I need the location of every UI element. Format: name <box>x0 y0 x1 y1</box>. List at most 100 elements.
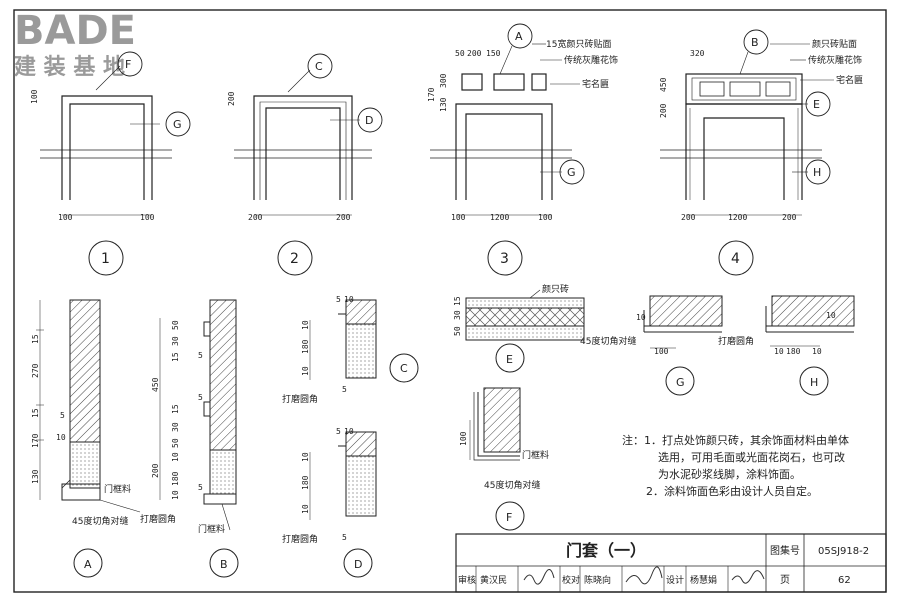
sa-dim-15a: 15 <box>31 334 40 344</box>
sa-door-frame: 门框料 <box>104 483 131 495</box>
sd-dim-5b: 5 <box>342 533 347 542</box>
sd-dim-10a: 10 <box>301 452 310 462</box>
note-2: 2．涂料饰面色彩由设计人员自定。 <box>646 485 818 498</box>
elevation-3-number: 3 <box>500 251 509 267</box>
sa-dim-10: 10 <box>56 433 66 442</box>
page-label: 页 <box>780 574 790 586</box>
note-b-facing: 颜只砖贴面 <box>812 38 857 50</box>
notes-head: 注： <box>622 434 644 447</box>
sa-dim-15b: 15 <box>31 408 40 418</box>
sb-dim-10b: 10 <box>171 490 180 500</box>
section-a-label: A <box>84 558 92 571</box>
note-1-line-3: 为水泥砂浆线脚，涂料饰面。 <box>658 468 801 481</box>
se-dim-15: 15 <box>453 296 462 306</box>
sb-dim-15b: 15 <box>171 404 180 414</box>
section-d-label: D <box>354 558 362 571</box>
sd-dim-180: 180 <box>301 475 310 490</box>
ref-label-c2: C <box>315 60 323 73</box>
e4-side-450: 450 <box>659 77 668 92</box>
elevation-1-number: 1 <box>101 251 110 267</box>
elevation-3 <box>430 23 585 276</box>
sb-dim-30b: 30 <box>171 422 180 432</box>
e3-top-50: 50 <box>455 49 465 58</box>
elevation-2 <box>234 53 383 276</box>
e2-dim-left: 200 <box>248 213 263 222</box>
atlas-label: 图集号 <box>770 544 800 557</box>
section-d <box>309 431 377 578</box>
e3-dim-right: 100 <box>538 213 553 222</box>
section-h <box>765 295 855 396</box>
sb-dim-15a: 15 <box>171 352 180 362</box>
signature-designer <box>731 570 765 584</box>
sb-dim-50a: 50 <box>171 320 180 330</box>
sb-dim-5c: 5 <box>198 483 203 492</box>
watermark-sub: 建 装 基 地 <box>14 55 125 80</box>
signature-reviewer <box>523 569 555 585</box>
e3-top-200: 200 <box>467 49 482 58</box>
se-brick-note: 颜只砖 <box>542 283 569 295</box>
se-dim-30: 30 <box>453 310 462 320</box>
e3-top-150: 150 <box>486 49 501 58</box>
sg-cut45: 45度切角对缝 <box>580 335 636 347</box>
e4-top-320: 320 <box>690 49 705 58</box>
sb-dim-50b: 50 <box>171 438 180 448</box>
e4-dim-left: 200 <box>681 213 696 222</box>
sa-dim-130: 130 <box>31 469 40 484</box>
note-1-line-1: 1．打点处饰颜只砖，其余饰面材料由单体 <box>644 434 849 447</box>
e3-dim-mid: 1200 <box>490 213 509 222</box>
sc-dim-10a: 10 <box>301 320 310 330</box>
ref-label-h4: H <box>813 166 821 179</box>
name-designer: 杨慧娟 <box>690 574 717 586</box>
e4-dim-right: 200 <box>782 213 797 222</box>
e3-side-300: 300 <box>439 73 448 88</box>
sf-door-frame: 门框料 <box>522 449 549 461</box>
section-g <box>643 295 723 396</box>
sb-dim-200: 200 <box>151 463 160 478</box>
sc-dim-10b: 10 <box>301 366 310 376</box>
sc-dim-10: 10 <box>344 295 354 304</box>
section-b-label: B <box>220 558 228 571</box>
e3-dim-left: 100 <box>451 213 466 222</box>
section-c-label: C <box>400 362 408 375</box>
name-checker: 陈晓向 <box>584 574 611 586</box>
sh-dim-10c: 10 <box>826 311 836 320</box>
sh-dim-10a: 10 <box>774 347 784 356</box>
elevation-2-number: 2 <box>290 251 299 267</box>
sa-cut45: 45度切角对缝 <box>72 515 128 527</box>
e4-dim-mid: 1200 <box>728 213 747 222</box>
section-h-label: H <box>810 376 818 389</box>
sc-round-corner: 打磨圆角 <box>282 393 318 405</box>
role-review: 审核 <box>458 574 476 586</box>
sd-dim-10: 10 <box>344 427 354 436</box>
atlas-value: 05SJ918-2 <box>818 546 869 557</box>
sg-dim-10: 10 <box>636 313 646 322</box>
page-value: 62 <box>838 575 851 586</box>
sheet-border <box>13 9 887 593</box>
e3-side-170: 170 <box>427 87 436 102</box>
section-f <box>469 387 525 531</box>
sb-dim-5b: 5 <box>198 393 203 402</box>
sf-dim-100: 100 <box>459 431 468 446</box>
sd-dim-5: 5 <box>336 427 341 436</box>
sa-dim-5: 5 <box>60 411 65 420</box>
ref-label-g3: G <box>567 166 576 179</box>
ref-label-f1: F <box>125 58 131 71</box>
notes-block: 注：1．打点处饰颜只砖，其余饰面材料由单体 选用，可用毛面或光面花岗石，也可改 … <box>622 432 862 500</box>
sb-dim-30a: 30 <box>171 336 180 346</box>
note-a-carving: 传统灰雕花饰 <box>564 54 618 66</box>
note-b-carving: 传统灰雕花饰 <box>808 54 862 66</box>
watermark-brand: BADE <box>14 8 136 54</box>
section-e-label: E <box>506 353 513 366</box>
sa-dim-270: 270 <box>31 363 40 378</box>
sd-dim-10b: 10 <box>301 504 310 514</box>
section-f-label: F <box>506 511 512 524</box>
sb-door-frame: 门框料 <box>198 523 225 535</box>
se-dim-50: 50 <box>453 326 462 336</box>
sh-round-corner: 打磨圆角 <box>718 335 754 347</box>
section-b <box>159 299 239 578</box>
e3-side-130: 130 <box>439 97 448 112</box>
section-g-label: G <box>676 376 685 389</box>
e4-side-200: 200 <box>659 103 668 118</box>
sh-dim-10b: 10 <box>812 347 822 356</box>
